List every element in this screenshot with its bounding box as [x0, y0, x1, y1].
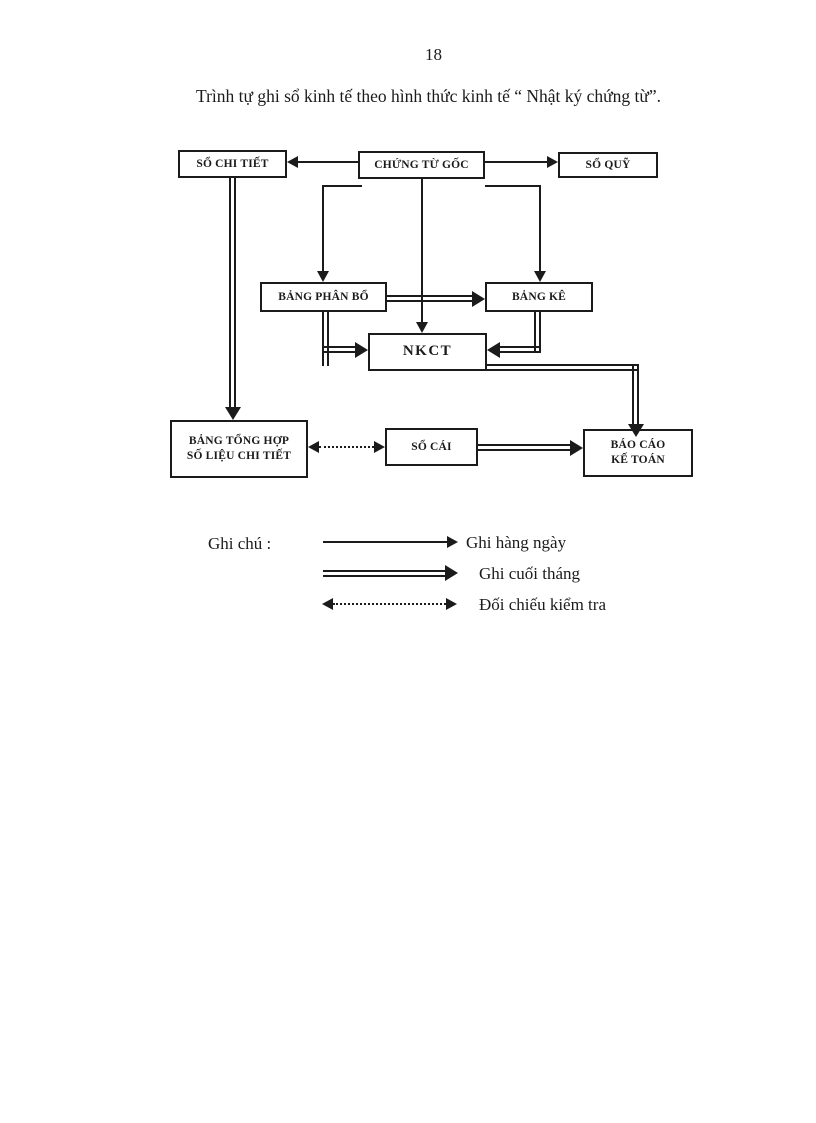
legend-item-monthly: Ghi cuối tháng: [479, 564, 581, 583]
node-label-line1: BÁO CÁO: [610, 439, 666, 452]
edge-bangke-nkct-h: [500, 346, 541, 353]
node-label: SỔ CÁI: [411, 440, 452, 453]
down-arrowhead: [628, 424, 644, 437]
left-arrowhead: [308, 441, 319, 453]
node-label: NKCT: [402, 343, 453, 360]
legend-double-arrow-line: [323, 570, 445, 577]
down-arrowhead: [225, 407, 241, 420]
node-label: SỔ CHI TIẾT: [196, 157, 269, 170]
edge-chungtugoc-sochitiet: [298, 161, 358, 163]
left-arrowhead: [487, 342, 500, 358]
node-so-quy: SỔ QUỸ: [558, 152, 658, 178]
node-label-line2: KẾ TOÁN: [611, 454, 665, 466]
right-arrowhead: [447, 536, 458, 548]
edge-chungtugoc-bangke-h: [485, 185, 540, 187]
edge-bangphanbo-nkct-h: [322, 346, 355, 353]
diagram-title: Trình tự ghi sổ kinh tế theo hình thức k…: [196, 86, 662, 106]
edge-chungtugoc-soquy: [485, 161, 547, 163]
legend-single-arrow-line: [323, 541, 447, 543]
legend-dashed-arrow-line: [333, 603, 446, 605]
edge-nkct-baocao-v: [632, 364, 639, 424]
right-arrowhead: [446, 598, 457, 610]
legend-item-daily: Ghi hàng ngày: [466, 533, 567, 552]
node-chung-tu-goc: CHỨNG TỪ GỐC: [358, 151, 485, 179]
node-label-line2: SỐ LIỆU CHI TIẾT: [186, 450, 292, 462]
down-arrowhead: [416, 322, 428, 333]
edge-bangtonghop-socai: [319, 446, 374, 448]
legend-item-check: Đối chiếu kiểm tra: [479, 595, 606, 614]
edge-socai-baocao: [478, 444, 570, 451]
edge-nkct-baocao-h: [487, 364, 639, 371]
node-bang-ke: BẢNG KÊ: [485, 282, 593, 312]
node-so-cai: SỔ CÁI: [385, 428, 478, 466]
right-arrowhead: [445, 565, 458, 581]
node-label: BẢNG KÊ: [511, 290, 567, 303]
right-arrowhead: [355, 342, 368, 358]
legend-heading: Ghi chú :: [208, 534, 272, 553]
node-label-line1: BẢNG TỔNG HỢP: [188, 435, 290, 448]
right-arrowhead: [547, 156, 558, 168]
node-bao-cao-ke-toan: BÁO CÁO KẾ TOÁN: [583, 429, 693, 477]
node-label: SỔ QUỸ: [585, 158, 631, 171]
edge-bangphanbo-nkct-v: [322, 312, 329, 366]
edge-sochitiet-bangtonghop: [229, 177, 236, 407]
edge-bangke-nkct-v: [534, 312, 541, 353]
edge-chungtugoc-bangphanbo-v: [322, 185, 324, 271]
node-so-chi-tiet: SỔ CHI TIẾT: [178, 150, 287, 178]
node-bang-phan-bo: BẢNG PHÂN BỔ: [260, 282, 387, 312]
down-arrowhead: [534, 271, 546, 282]
right-arrowhead: [570, 440, 583, 456]
node-nkct: NKCT: [368, 333, 487, 371]
node-label: CHỨNG TỪ GỐC: [374, 158, 469, 171]
page-number: 18: [425, 45, 442, 64]
node-label: BẢNG PHÂN BỔ: [278, 290, 369, 303]
left-arrowhead: [322, 598, 333, 610]
node-bang-tong-hop-so-lieu-chi-tiet: BẢNG TỔNG HỢP SỐ LIỆU CHI TIẾT: [170, 420, 308, 478]
right-arrowhead: [374, 441, 385, 453]
edge-chungtugoc-bangphanbo-h: [323, 185, 362, 187]
right-arrowhead: [472, 291, 485, 307]
edge-chungtugoc-bangke-v: [539, 185, 541, 271]
edge-bangphanbo-bangke: [387, 295, 472, 302]
edge-chungtugoc-nkct: [421, 178, 423, 322]
left-arrowhead: [287, 156, 298, 168]
down-arrowhead: [317, 271, 329, 282]
